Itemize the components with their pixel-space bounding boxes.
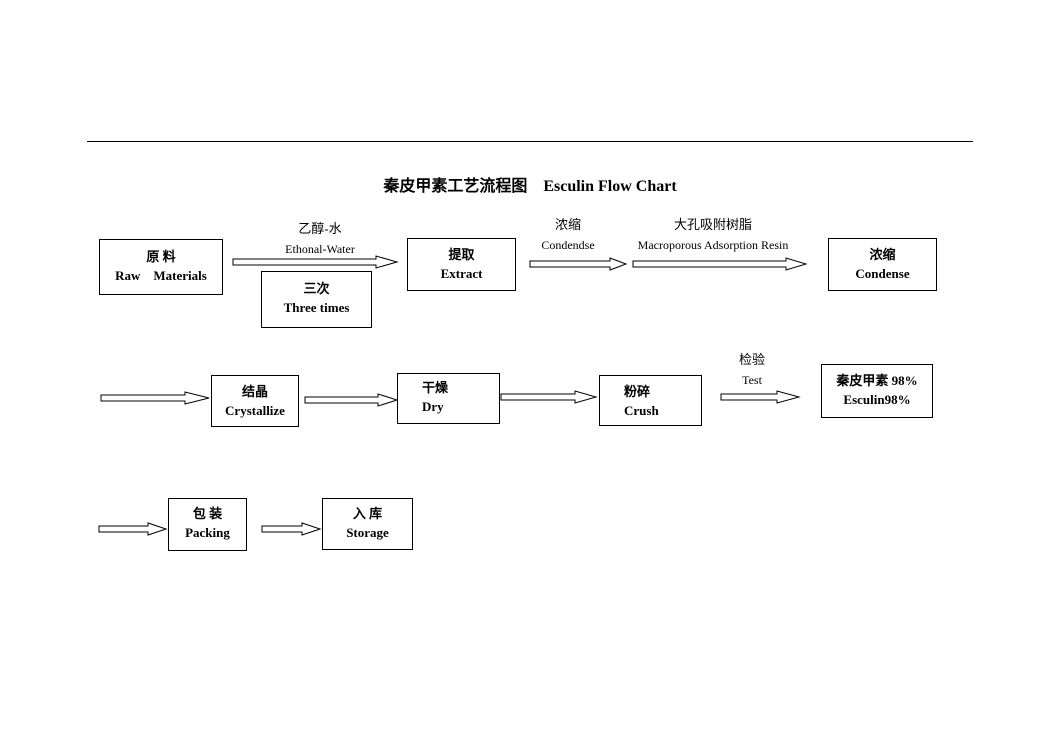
arrow-crush-to-esculin — [720, 390, 801, 404]
step-label-en: Extract — [440, 266, 483, 281]
header-rule — [87, 141, 973, 142]
step-label-cn: 浓缩 — [869, 247, 896, 262]
edge-label-cn: 浓缩 — [554, 217, 581, 232]
step-label-en: Esculin98% — [843, 392, 911, 407]
step-three-times: 三次 Three times — [261, 271, 372, 328]
step-label-en: Condense — [855, 266, 910, 281]
step-label-cn: 包 装 — [192, 506, 223, 521]
edge-label-en: Condendse — [541, 238, 595, 252]
edge-label-cn: 乙醇-水 — [298, 221, 342, 236]
edge-label-cn: 大孔吸附树脂 — [673, 217, 752, 232]
arrow-into-crystallize — [100, 391, 210, 405]
arrow-extract-to-resin — [529, 257, 628, 271]
step-label-en: Raw Materials — [115, 268, 207, 283]
step-label-en: Storage — [346, 525, 389, 540]
step-storage: 入 库 Storage — [322, 498, 413, 550]
step-crush: 粉碎 Crush — [599, 375, 702, 426]
edge-label-ethanol: 乙醇-水 Ethonal-Water — [255, 218, 385, 260]
arrow-dry-to-crush — [500, 390, 598, 404]
title-en: Esculin Flow Chart — [543, 178, 677, 195]
step-label-cn: 提取 — [448, 247, 475, 262]
step-label-cn: 干燥 — [422, 380, 449, 395]
edge-label-en: Test — [742, 373, 762, 387]
edge-label-resin: 大孔吸附树脂 Macroporous Adsorption Resin — [618, 214, 808, 256]
step-esculin-98: 秦皮甲素 98% Esculin98% — [821, 364, 933, 418]
step-dry: 干燥 Dry — [397, 373, 500, 424]
edge-label-en: Ethonal-Water — [285, 242, 355, 256]
step-label-cn: 入 库 — [352, 506, 383, 521]
chart-title: 秦皮甲素工艺流程图 Esculin Flow Chart — [0, 172, 1060, 196]
arrow-into-packing — [98, 522, 168, 536]
edge-label-en: Macroporous Adsorption Resin — [637, 238, 789, 252]
edge-label-test: 检验 Test — [728, 349, 776, 391]
step-label-en: Crystallize — [225, 403, 285, 418]
step-condense: 浓缩 Condense — [828, 238, 937, 291]
step-packing: 包 装 Packing — [168, 498, 247, 551]
arrow-resin-to-condense — [632, 257, 808, 271]
arrow-packing-to-storage — [261, 522, 322, 536]
edge-label-cn: 检验 — [738, 352, 765, 367]
step-label-cn: 秦皮甲素 98% — [836, 373, 918, 388]
step-label-cn: 原 料 — [146, 249, 176, 264]
step-crystallize: 结晶 Crystallize — [211, 375, 299, 427]
edge-label-condendse: 浓缩 Condendse — [528, 214, 608, 256]
arrow-raw-to-extract — [232, 255, 399, 269]
step-label-en: Three times — [283, 300, 350, 315]
step-label-cn: 结晶 — [241, 384, 268, 399]
step-label-en: Dry — [422, 399, 444, 414]
step-label-cn: 三次 — [303, 281, 330, 296]
step-extract: 提取 Extract — [407, 238, 516, 291]
step-label-en: Packing — [185, 525, 230, 540]
arrow-crystallize-to-dry — [304, 393, 399, 407]
step-label-cn: 粉碎 — [624, 384, 651, 399]
title-cn: 秦皮甲素工艺流程图 — [383, 178, 528, 195]
step-label-en: Crush — [624, 403, 659, 418]
step-raw-materials: 原 料 Raw Materials — [99, 239, 223, 295]
